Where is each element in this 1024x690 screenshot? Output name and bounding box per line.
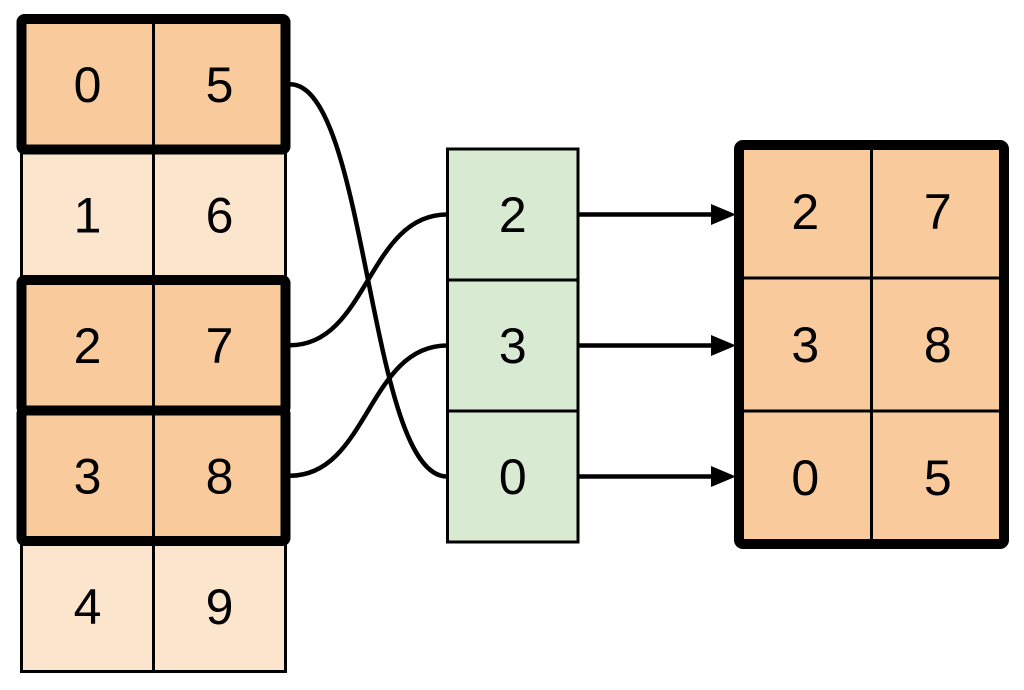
- source-row-highlight-outline: [16, 405, 291, 546]
- source-cell-value: 8: [206, 448, 234, 504]
- source-cell: [20, 278, 155, 412]
- source-cell-value: 4: [74, 579, 102, 635]
- result-table: 2 7 3 8 0 5: [734, 140, 1009, 549]
- source-row-highlight-outline: [16, 14, 291, 155]
- source-cell-value: 6: [206, 187, 234, 243]
- source-cell-value: 2: [74, 318, 102, 374]
- result-cell: [870, 143, 1006, 280]
- result-cell: [870, 409, 1006, 546]
- index-cell: [446, 409, 580, 544]
- arrow-head: [711, 466, 736, 487]
- link-curve: [289, 343, 448, 478]
- links-layer: [289, 82, 448, 479]
- source-cell-value: 3: [74, 448, 102, 504]
- source-table: 0 5 1 6 2 7 3 8 4 9: [16, 14, 291, 673]
- index-cell-value: 2: [499, 187, 527, 243]
- arrow-head: [711, 204, 736, 225]
- source-cell: [152, 17, 287, 151]
- source-cell-value: 9: [206, 579, 234, 635]
- arrow-head: [711, 335, 736, 356]
- source-cell: [20, 409, 155, 543]
- result-cell-value: 3: [791, 317, 819, 373]
- result-cell: [737, 409, 873, 546]
- result-cell: [737, 276, 873, 413]
- index-cell-value: 3: [499, 318, 527, 374]
- index-cell-value: 0: [499, 449, 527, 505]
- result-table-outline: [734, 140, 1009, 549]
- source-cell-value: 5: [206, 57, 234, 113]
- result-cell-value: 0: [791, 450, 819, 506]
- source-cell-value: 0: [74, 57, 102, 113]
- source-cell-value: 7: [206, 318, 234, 374]
- arrows-layer: [579, 204, 736, 487]
- index-column: 2 3 0: [446, 147, 580, 544]
- result-cell-value: 2: [791, 184, 819, 240]
- index-cell: [446, 278, 580, 413]
- source-cell-value: 1: [74, 187, 102, 243]
- index-cell: [446, 147, 580, 282]
- link-curve: [289, 212, 448, 348]
- result-cell: [870, 276, 1006, 413]
- result-cell-value: 8: [924, 317, 952, 373]
- result-cell-value: 7: [924, 184, 952, 240]
- source-cell: [152, 148, 287, 282]
- result-cell-value: 5: [924, 450, 952, 506]
- source-cell: [152, 539, 287, 673]
